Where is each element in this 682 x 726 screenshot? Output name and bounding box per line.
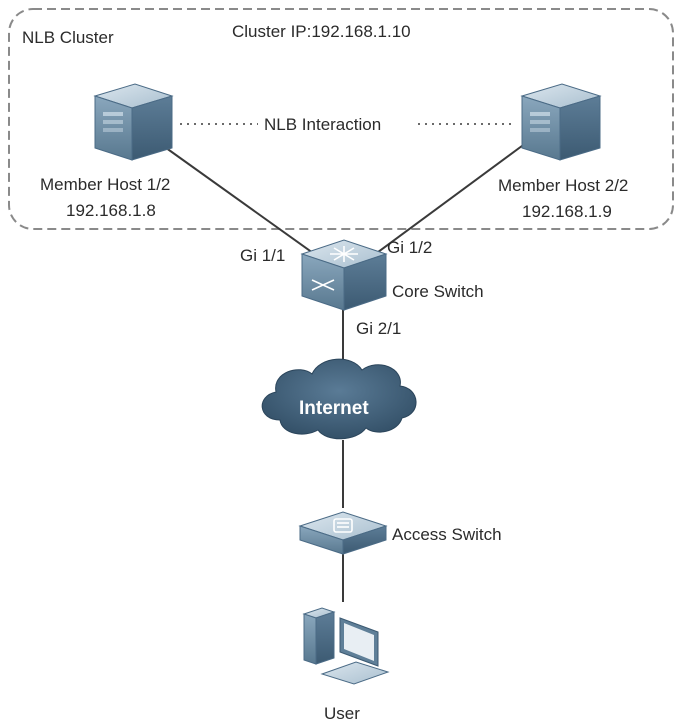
cluster-ip-label: Cluster IP:192.168.1.10 bbox=[232, 22, 411, 41]
internet-label: Internet bbox=[299, 398, 369, 419]
member-host-2-ip: 192.168.1.9 bbox=[522, 202, 612, 221]
core-switch-icon bbox=[300, 239, 388, 311]
internet-cloud-icon bbox=[261, 358, 417, 440]
user-computer-icon bbox=[302, 607, 390, 685]
member-host-1-icon bbox=[93, 83, 174, 161]
port-label-gi-2-1: Gi 2/1 bbox=[356, 319, 401, 338]
nlb-interaction-label: NLB Interaction bbox=[264, 115, 381, 134]
member-host-2-name: Member Host 2/2 bbox=[498, 176, 628, 195]
member-host-2-icon bbox=[520, 83, 602, 161]
nlb-cluster-boundary bbox=[8, 8, 674, 230]
member-host-1-name: Member Host 1/2 bbox=[40, 175, 170, 194]
user-label: User bbox=[324, 704, 360, 723]
link-host2-core-switch bbox=[369, 139, 531, 259]
core-switch-label: Core Switch bbox=[392, 282, 484, 301]
cluster-name-label: NLB Cluster bbox=[22, 28, 114, 47]
member-host-1-ip: 192.168.1.8 bbox=[66, 201, 156, 220]
access-switch-label: Access Switch bbox=[392, 525, 502, 544]
access-switch-icon bbox=[298, 511, 388, 555]
port-label-gi-1-1: Gi 1/1 bbox=[240, 246, 285, 265]
link-host1-core-switch bbox=[161, 144, 321, 259]
port-label-gi-1-2: Gi 1/2 bbox=[387, 238, 432, 257]
